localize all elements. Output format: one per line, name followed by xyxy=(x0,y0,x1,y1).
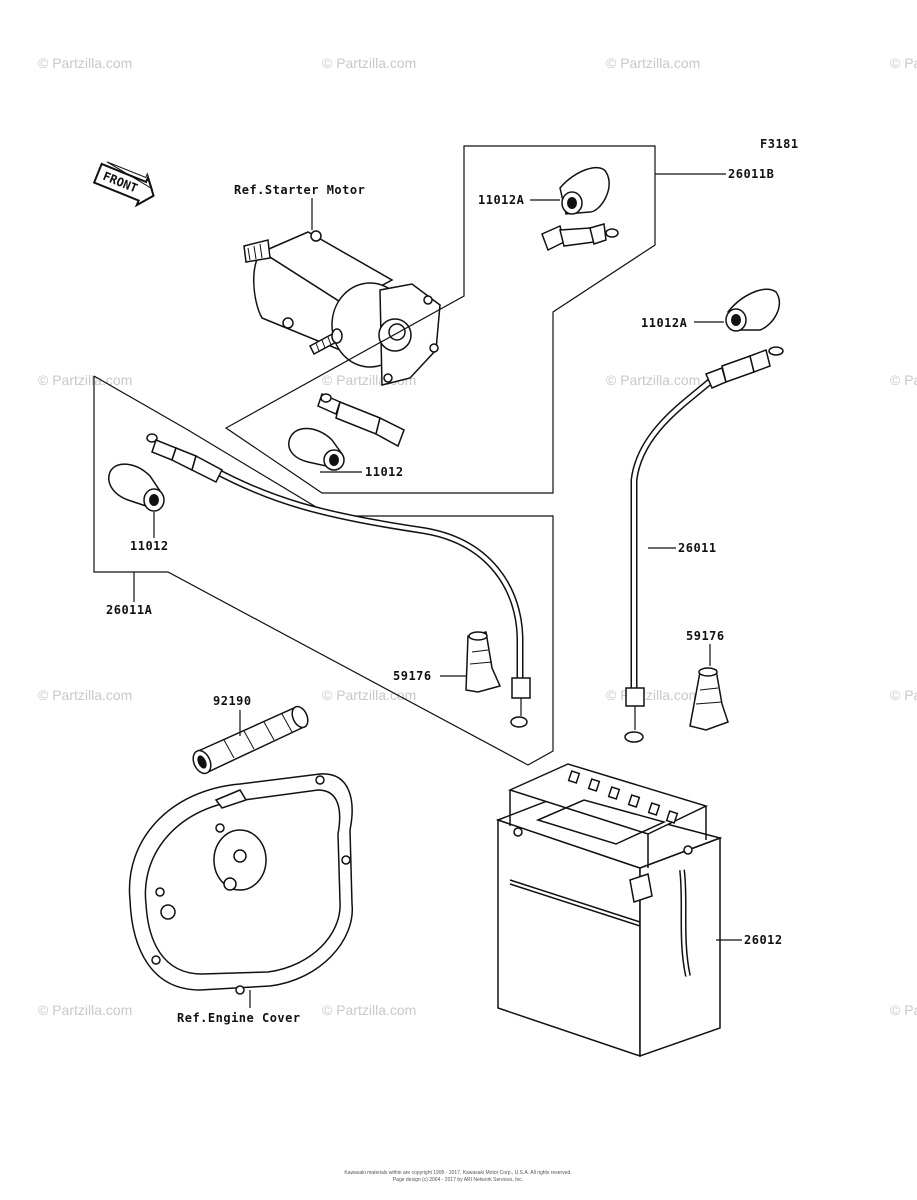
front-arrow-icon: FRONT xyxy=(92,161,155,208)
boot-11012-middle xyxy=(288,427,345,471)
label-26011: 26011 xyxy=(678,541,717,555)
label-59176-left: 59176 xyxy=(393,669,432,683)
label-59176-right: 59176 xyxy=(686,629,725,643)
boot-11012A-right xyxy=(725,288,781,332)
label-starter-motor: Ref.Starter Motor xyxy=(234,183,365,197)
label-11012-middle: 11012 xyxy=(365,465,404,479)
watermark-10: © Partzilla.com xyxy=(322,687,416,703)
boot-11012A-top xyxy=(559,167,610,215)
watermark-9: © Partzilla.com xyxy=(38,687,132,703)
copyright-line-1: Kawasaki materials within are copyright … xyxy=(344,1170,571,1176)
watermark-12: © Partzilla.com xyxy=(890,687,917,703)
watermark-1: © Partzilla.com xyxy=(38,55,132,71)
boot-11012-left xyxy=(108,463,165,512)
watermark-4: © Partzilla.com xyxy=(890,55,917,71)
watermark-5: © Partzilla.com xyxy=(38,372,132,388)
label-11012A-top: 11012A xyxy=(478,193,525,207)
cable-26011A xyxy=(146,433,531,728)
cable-26011 xyxy=(624,346,784,743)
figure-code: F3181 xyxy=(760,137,799,151)
terminal-cap-59176-right xyxy=(689,667,729,731)
terminal-cap-59176-left xyxy=(465,631,502,693)
watermark-16: © Partzilla.com xyxy=(890,1002,917,1018)
starter-motor xyxy=(243,230,441,386)
label-11012-left: 11012 xyxy=(130,539,169,553)
engine-cover xyxy=(128,773,353,995)
watermark-2: © Partzilla.com xyxy=(322,55,416,71)
label-engine-cover: Ref.Engine Cover xyxy=(177,1011,301,1025)
tube-92190 xyxy=(192,705,309,775)
starter-bolt xyxy=(309,328,343,356)
watermark-13: © Partzilla.com xyxy=(38,1002,132,1018)
watermark-3: © Partzilla.com xyxy=(606,55,700,71)
label-11012A-right: 11012A xyxy=(641,316,688,330)
watermark-11: © Partzilla.com xyxy=(606,687,700,703)
label-26011B: 26011B xyxy=(728,167,774,181)
watermark-14: © Partzilla.com xyxy=(322,1002,416,1018)
watermark-7: © Partzilla.com xyxy=(606,372,700,388)
cable-26011B xyxy=(317,223,619,458)
label-92190: 92190 xyxy=(213,694,252,708)
label-26012: 26012 xyxy=(744,933,783,947)
label-26011A: 26011A xyxy=(106,603,153,617)
watermark-8: © Partzilla.com xyxy=(890,372,917,388)
copyright-line-2: Page design (c) 2004 - 2017 by ARI Netwo… xyxy=(393,1177,523,1183)
battery-26012 xyxy=(495,763,723,1058)
